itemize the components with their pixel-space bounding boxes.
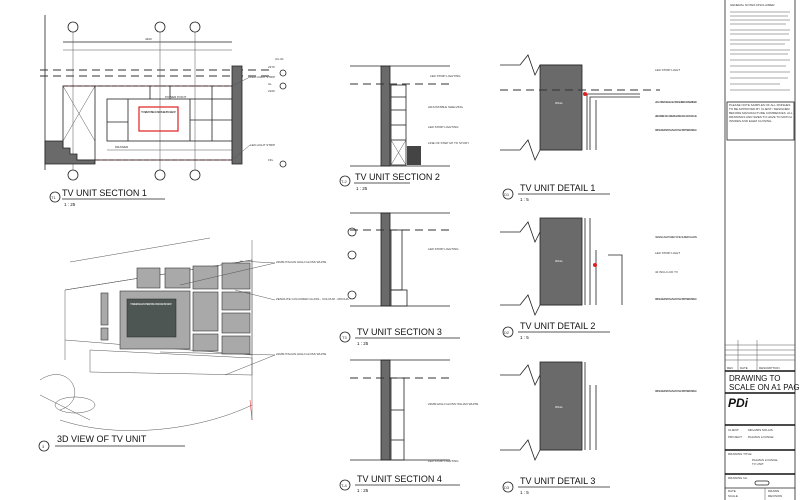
tv-unit-section-4: 22MM HIGH GLOSS ITALIAN WHITE LED STRIP … xyxy=(339,359,478,493)
revision-label: REVISION xyxy=(768,494,782,498)
annotation-label: LED STRIP LIGHT xyxy=(655,68,680,72)
drawing-title-value: TV UNIT xyxy=(752,462,764,466)
view-title: 3D VIEW OF TV UNIT xyxy=(57,434,147,444)
level-uc01-value: 2370 xyxy=(268,65,275,69)
view-tag: T1 xyxy=(51,195,56,200)
drawing-title-value: PALMAS LOUNGE xyxy=(752,458,777,462)
overall-dimension: 4400 xyxy=(145,37,152,41)
tv-note: TV SIZE TO BE CONFIRMED BY CLIENT xyxy=(141,110,176,114)
annotation-label: LED STRIP LIGHTING xyxy=(428,125,459,129)
view-title: TV UNIT SECTION 1 xyxy=(62,188,147,198)
tv-outline xyxy=(138,106,179,132)
drawing-number-label: DRAWING No: xyxy=(728,476,748,480)
level-marker-icon xyxy=(279,160,287,168)
tv-unit-section-1: 4400 TV SIZE TO BE CONFIRMED BY CLIENT P… xyxy=(40,15,287,207)
annotation-label: ADJUSTABLE SHELVING xyxy=(428,105,464,109)
view-scale: 1 : 5 xyxy=(520,197,529,202)
view-tag-circle xyxy=(38,440,50,452)
view-tag: D2 xyxy=(504,330,510,335)
notes-heading: GENERAL NOTES DISCLAIMER xyxy=(730,3,775,7)
annotation-label: 22mm ITALIAN HIGH GLOSS WHITE DOUBLE SID… xyxy=(655,100,698,104)
tv-unit-detail-3: WALL FIXING DETAIL TO WALL TO SHOPFITTER… xyxy=(500,361,698,495)
project-label: PROJECT: xyxy=(728,435,743,439)
title-block: GENERAL NOTES DISCLAIMER PLEASE NOTE SAM… xyxy=(724,0,800,500)
view-tag: D3 xyxy=(504,485,510,490)
annotation-label: FIXING DETAIL TO WALL TO SHOPFITTERS SPE… xyxy=(655,297,698,301)
view-tag: 3 xyxy=(42,444,45,449)
view-title: TV UNIT SECTION 2 xyxy=(355,172,440,182)
client-value: MR+MRS SOLAIS xyxy=(748,428,773,432)
tv-note: TV SIZE 42 INCH EXACT SIZE TO BE CONFIRM… xyxy=(130,302,172,306)
tv-screen xyxy=(126,298,177,338)
level-marker-icon xyxy=(279,69,287,77)
section-markers-top xyxy=(67,21,201,181)
annotation-label: LED STRIP LIGHT xyxy=(655,251,680,255)
annotation-label: ZENOLITE COLOURED GLASS - COLOUR - MOCHA xyxy=(655,114,697,118)
wall xyxy=(231,65,243,165)
tv-unit-section-2: LED STRIP LIGHTING ADJUSTABLE SHELVING L… xyxy=(339,65,469,191)
annotation-label: VENAL LIGHT GREY COLOURED GLASS xyxy=(655,235,697,239)
finish-label: 22MM ITALIAN HIGH GLOSS WHITE xyxy=(276,260,326,264)
annotation-label: FIXING DETAIL TO WALL TO SHOPFITTERS SPE… xyxy=(655,128,698,132)
led-strip-label: LED LIGHT STRIP xyxy=(250,75,275,79)
led-strip-label: LED LIGHT STRIP xyxy=(250,143,275,147)
view-tag: D1 xyxy=(504,192,510,197)
annotation-label: LINE OF STEP UP TO STUDY xyxy=(428,141,469,145)
view-scale: 1 : 5 xyxy=(520,335,529,340)
level-uc01: UC-01 xyxy=(275,57,284,61)
drawn-label: DRAWN xyxy=(768,489,779,493)
3d-view-of-tv-unit: TV SIZE 42 INCH EXACT SIZE TO BE CONFIRM… xyxy=(38,237,349,452)
level-ffl: FFL xyxy=(268,158,274,162)
drawing-title-label: DRAWING TITLE: xyxy=(728,452,752,456)
annotation-label: 22MM HIGH GLOSS ITALIAN WHITE xyxy=(428,402,478,406)
finish-label: ZENOLITE COLOURED GLASS - COLOUR - MOCHA xyxy=(276,297,349,301)
power-point-label: POWER POINT xyxy=(165,95,187,99)
drawer-label: DRAWER xyxy=(115,145,129,149)
wall-label: WALL xyxy=(555,101,563,105)
annotation-label: LED STRIP LIGHTING xyxy=(430,74,461,78)
view-scale: 1 : 25 xyxy=(356,186,368,191)
tv-unit-detail-1: WALL LED STRIP LIGHT 22mm ITALIAN HIGH G… xyxy=(500,54,698,202)
description-column: DESCRIPTION xyxy=(759,366,780,370)
view-scale: 1 : 25 xyxy=(357,488,369,493)
tv-unit-detail-2: WALL VENAL LIGHT GREY COLOURED GLASS LED… xyxy=(500,217,698,340)
view-title: TV UNIT SECTION 4 xyxy=(357,474,442,484)
client-label: CLIENT: xyxy=(728,428,739,432)
date-label: DATE xyxy=(728,489,736,493)
wall-label: WALL xyxy=(555,405,563,409)
notice-box xyxy=(726,101,795,141)
tv-unit-section-3: LED STRIP LIGHTING T3 TV UNIT SECTION 3 … xyxy=(339,212,460,346)
scale-note: SCALE ON A1 PAGE xyxy=(729,383,800,392)
project-value: PALMAS LOUNGE xyxy=(748,435,773,439)
view-tag-circle xyxy=(49,191,61,203)
view-title: TV UNIT DETAIL 1 xyxy=(520,183,595,193)
wall-label: WALL xyxy=(555,259,563,263)
view-tag: T-4 xyxy=(341,483,348,488)
annotation-label: 42 INCH LCD TV xyxy=(655,270,678,274)
level-marker-icon xyxy=(279,82,287,90)
annotation-label: LED STRIP LIGHTING xyxy=(428,247,459,251)
view-tag: T3 xyxy=(342,335,347,340)
company-logo: PDi xyxy=(728,396,749,410)
scale-note: DRAWING TO xyxy=(729,374,780,383)
level-ul: UL xyxy=(268,82,272,86)
view-scale: 1 : 5 xyxy=(520,490,529,495)
finish-label: 22MM ITALIAN HIGH GLOSS WHITE xyxy=(276,352,326,356)
view-scale: 1 : 25 xyxy=(357,341,369,346)
view-title: TV UNIT DETAIL 3 xyxy=(520,476,595,486)
view-tag: T-2 xyxy=(341,179,348,184)
led-dot xyxy=(583,92,587,96)
annotation-label: LED STRIP LIGHTING xyxy=(428,459,459,463)
annotation-label: FIXING DETAIL TO WALL TO SHOPFITTERS SPE… xyxy=(655,389,698,393)
scale-label: SCALE xyxy=(728,494,738,498)
notice-text: PLEASE NOTE SAMPLES OF ALL FINISHES TO B… xyxy=(729,103,793,123)
view-title: TV UNIT DETAIL 2 xyxy=(520,321,595,331)
date-column: DATE xyxy=(740,366,748,370)
level-ul-value: 2100 xyxy=(268,89,275,93)
rev-column: REV xyxy=(727,366,733,370)
view-scale: 1 : 25 xyxy=(64,202,76,207)
view-title: TV UNIT SECTION 3 xyxy=(357,327,442,337)
